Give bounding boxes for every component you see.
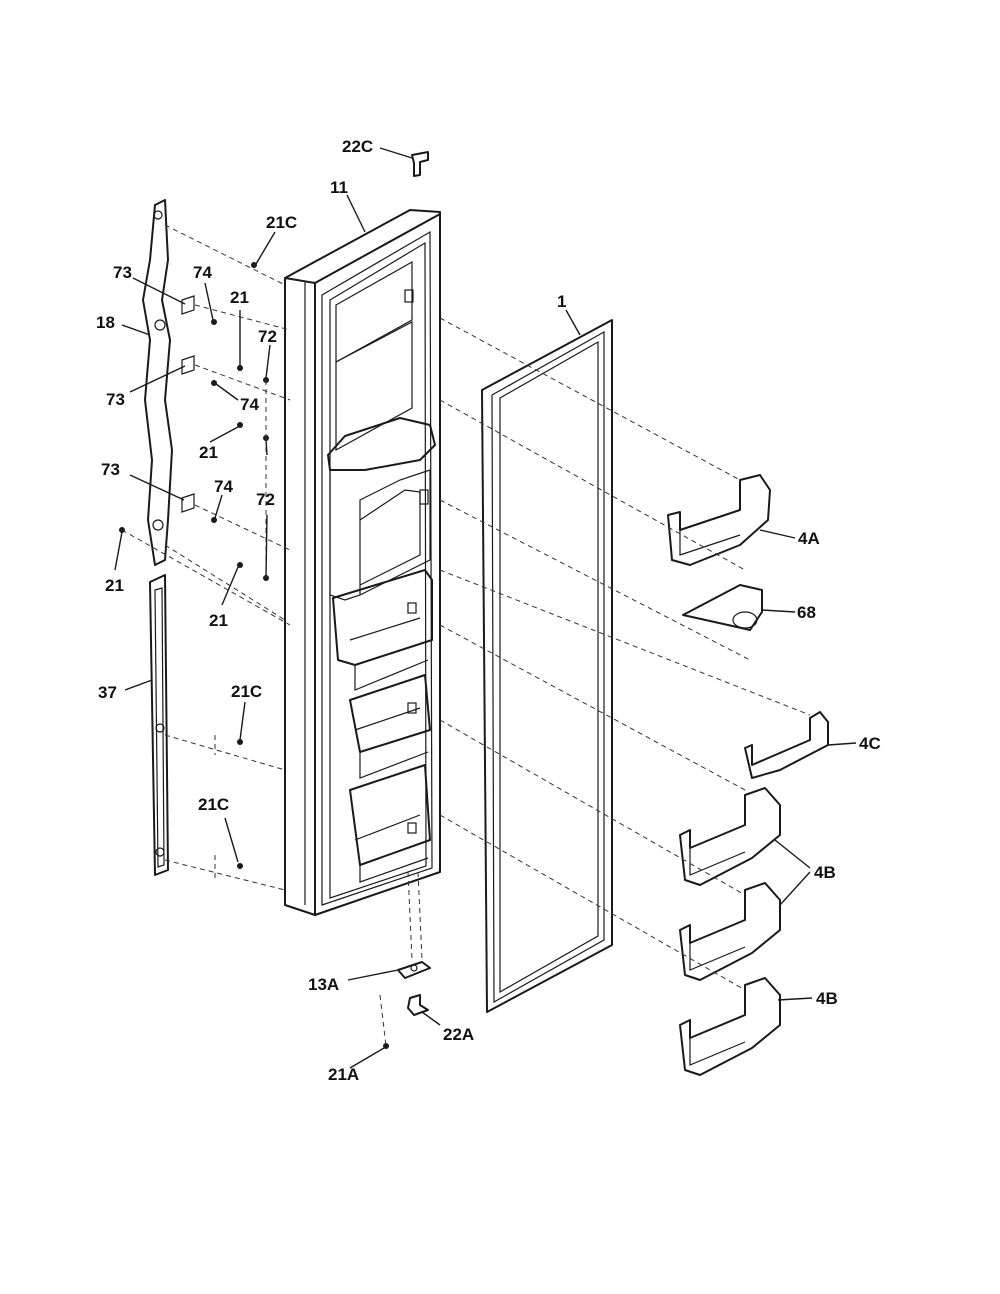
callout-11: 11: [330, 178, 348, 197]
callout-21-b: 21: [199, 443, 218, 462]
callout-73-b: 73: [106, 390, 125, 409]
fastener-dots: [119, 262, 389, 1049]
callout-4C: 4C: [859, 734, 881, 753]
callout-labels: 22C 11 21C 1 73 74 18 21 72 73 74 21 72 …: [96, 137, 881, 1084]
callout-1: 1: [557, 292, 566, 311]
callout-72-b: 72: [256, 490, 275, 509]
bin-4B-bottom: [679, 977, 781, 1076]
bin-4C: [744, 711, 829, 779]
bin-4B-middle: [679, 882, 781, 981]
callout-21C-top: 21C: [266, 213, 297, 232]
callout-4A: 4A: [798, 529, 820, 548]
callout-21-a: 21: [230, 288, 249, 307]
callout-21C-mid: 21C: [231, 682, 262, 701]
callout-73-c: 73: [101, 460, 120, 479]
callout-4B-b: 4B: [816, 989, 838, 1008]
bin-4A: [667, 474, 771, 566]
callout-21C-low: 21C: [198, 795, 229, 814]
callout-74-b: 74: [240, 395, 259, 414]
callout-73-a: 73: [113, 263, 132, 282]
callout-18: 18: [96, 313, 115, 332]
screw-22A: [407, 994, 429, 1016]
callout-22A: 22A: [443, 1025, 474, 1044]
bin-4B-top: [679, 787, 781, 886]
hinge-bracket-top: [142, 199, 195, 566]
callout-21-c: 21: [105, 576, 124, 595]
leader-lines: [114, 147, 857, 1069]
hinge-trim-bottom: [149, 574, 169, 876]
callout-74-a: 74: [193, 263, 212, 282]
bin-68: [682, 584, 763, 631]
callout-21-d: 21: [209, 611, 228, 630]
callout-22C-top: 22C: [342, 137, 373, 156]
door-gasket: [481, 319, 613, 1013]
callout-74-c: 74: [214, 477, 233, 496]
door-panel: [284, 209, 441, 916]
callout-72-a: 72: [258, 327, 277, 346]
callout-68: 68: [797, 603, 816, 622]
callout-4B-a: 4B: [814, 863, 836, 882]
callout-37: 37: [98, 683, 117, 702]
callout-13A: 13A: [308, 975, 339, 994]
bracket-13A: [397, 961, 431, 979]
screw-22C: [411, 151, 429, 177]
assembly-lines: [121, 224, 811, 1047]
callout-21A: 21A: [328, 1065, 359, 1084]
